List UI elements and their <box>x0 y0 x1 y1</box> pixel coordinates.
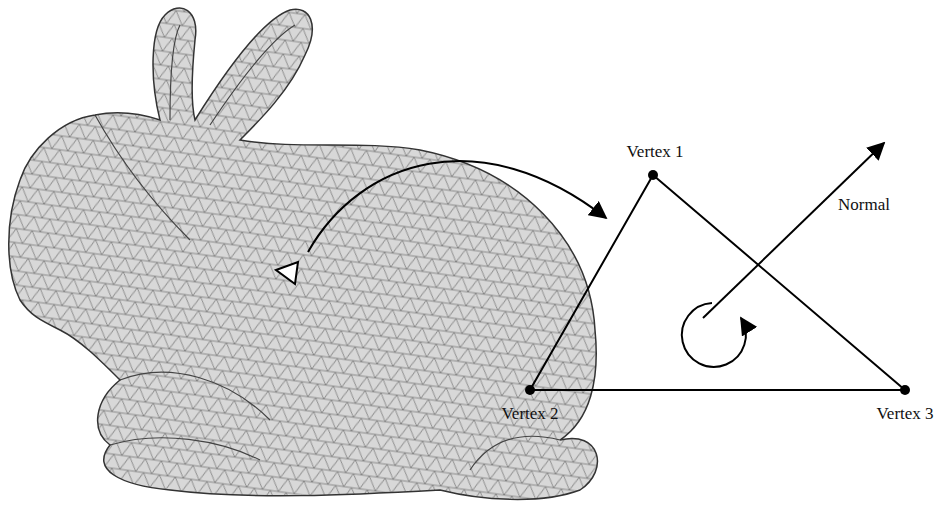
normal-label: Normal <box>838 196 890 215</box>
triangle-face <box>530 175 905 390</box>
normal-arrow <box>703 143 884 318</box>
bunny-mesh <box>0 0 620 511</box>
vertex-dot <box>648 170 658 180</box>
winding-arrow <box>682 303 746 367</box>
vertex-label: Vertex 2 <box>501 405 558 424</box>
zoom-arrow <box>308 161 606 252</box>
selected-triangle <box>276 262 298 284</box>
vertex-label: Vertex 3 <box>876 405 933 424</box>
vertex-dot <box>525 385 535 395</box>
vertex-label: Vertex 1 <box>626 143 683 162</box>
vertex-dot <box>900 385 910 395</box>
